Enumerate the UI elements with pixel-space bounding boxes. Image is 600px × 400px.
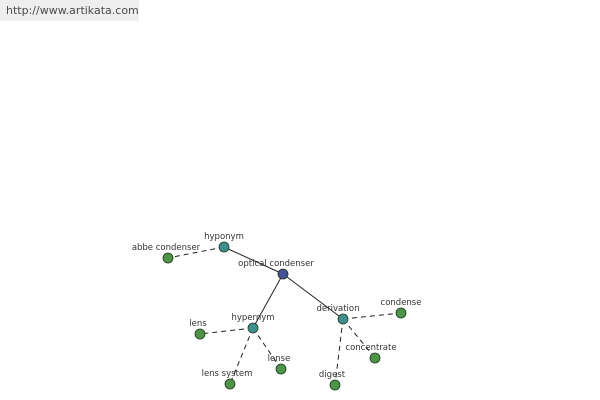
label-word-lens[interactable]: lens: [189, 319, 207, 329]
edge-derivation-digest: [334, 318, 344, 386]
edge-hyponym-abbe-condenser: [167, 246, 225, 259]
edge-derivation-condense: [342, 312, 402, 320]
node-relation-derivation[interactable]: [337, 313, 349, 325]
graph-nodes: [162, 241, 407, 391]
label-optical-condenser[interactable]: optical condenser: [238, 259, 314, 269]
label-word-lense[interactable]: lense: [268, 354, 291, 364]
graph-edges: [167, 246, 402, 386]
label-word-condense[interactable]: condense: [381, 298, 422, 308]
node-word-lens[interactable]: [194, 328, 206, 340]
label-relation-hypernym[interactable]: hypernym: [231, 313, 274, 323]
edge-center-derivation: [282, 273, 344, 320]
node-word-digest[interactable]: [329, 379, 341, 391]
node-relation-hyponym[interactable]: [218, 241, 230, 253]
edge-hypernym-lens-system: [229, 327, 254, 385]
label-word-digest[interactable]: digest: [319, 370, 346, 380]
edge-center-hyponym: [223, 246, 284, 275]
edge-hypernym-lens: [199, 327, 254, 335]
label-word-concentrate[interactable]: concentrate: [345, 343, 396, 353]
node-word-lense[interactable]: [275, 363, 287, 375]
node-word-abbe-condenser[interactable]: [162, 252, 174, 264]
node-word-condense[interactable]: [395, 307, 407, 319]
label-word-lens-system[interactable]: lens system: [202, 369, 253, 379]
edge-center-hypernym: [252, 273, 284, 329]
node-optical-condenser[interactable]: [277, 268, 289, 280]
label-word-abbe-condenser[interactable]: abbe condenser: [132, 243, 201, 253]
node-word-concentrate[interactable]: [369, 352, 381, 364]
label-relation-derivation[interactable]: derivation: [316, 304, 359, 314]
node-word-lens-system[interactable]: [224, 378, 236, 390]
node-relation-hypernym[interactable]: [247, 322, 259, 334]
site-url-label[interactable]: http://www.artikata.com: [0, 0, 139, 21]
label-relation-hyponym[interactable]: hyponym: [204, 232, 244, 242]
